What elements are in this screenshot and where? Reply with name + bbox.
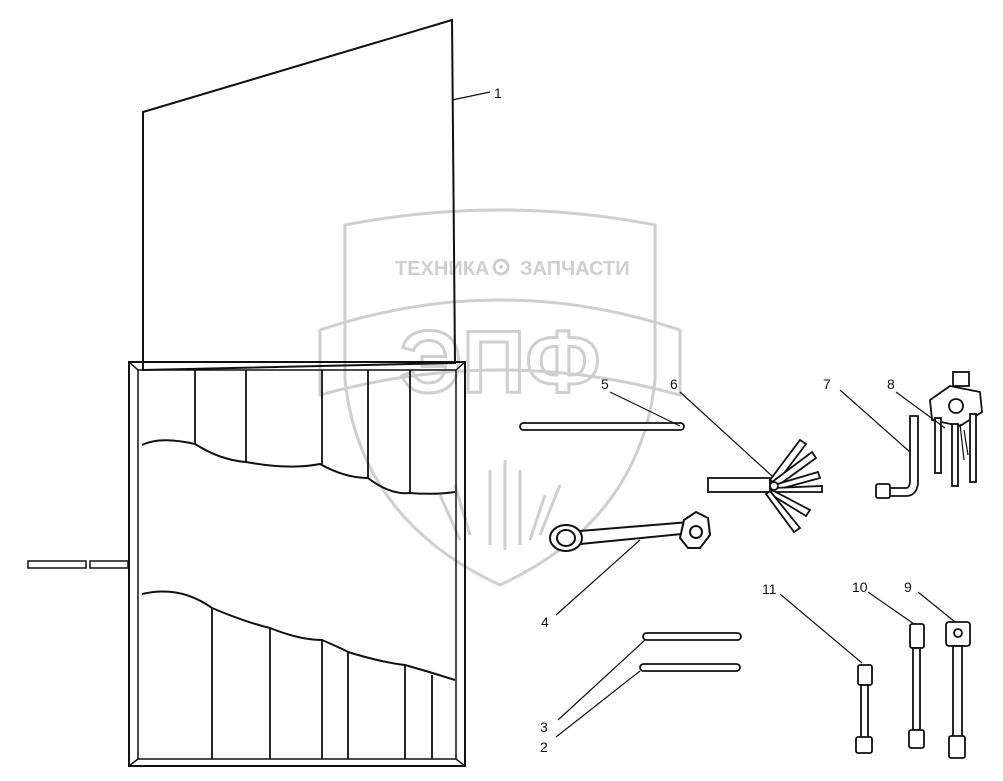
- callout-7: 7: [823, 376, 831, 392]
- tool-bag: [27, 18, 466, 767]
- tool-box-wrench-9: [945, 621, 971, 759]
- leader-lines: [451, 91, 956, 738]
- upper-pocket-edge: [141, 439, 456, 495]
- callout-5: 5: [601, 376, 609, 392]
- tool-rod-2: [639, 663, 741, 672]
- callout-8: 8: [887, 376, 895, 392]
- tool-puller-8: [929, 371, 983, 487]
- tool-feeler-gauge-6: [707, 438, 823, 534]
- callout-1: 1: [494, 85, 502, 101]
- watermark-text-right: ЗАПЧАСТИ: [520, 258, 630, 280]
- gear-icon: [492, 258, 510, 276]
- tool-socket-wrench-11: [855, 664, 873, 754]
- callout-4: 4: [541, 614, 549, 630]
- watermark-crop-icon: [438, 460, 562, 550]
- callout-9: 9: [904, 579, 912, 595]
- callout-6: 6: [670, 376, 678, 392]
- tool-wrench-4: [549, 510, 712, 552]
- watermark-logo: [318, 208, 682, 587]
- callout-10: 10: [852, 579, 868, 595]
- tool-socket-wrench-10: [908, 623, 925, 749]
- callout-11: 11: [762, 581, 777, 597]
- callout-2: 2: [540, 739, 548, 755]
- tool-l-wrench-7: [875, 415, 919, 499]
- tool-rod-5: [519, 422, 685, 431]
- tool-bag-strap: [27, 560, 87, 569]
- lower-pocket-edge: [141, 590, 456, 681]
- tool-bag-body: [128, 361, 466, 767]
- watermark-text-left: ТЕХНИКА: [395, 258, 489, 280]
- tool-rod-3: [642, 632, 742, 641]
- callout-3: 3: [540, 719, 548, 735]
